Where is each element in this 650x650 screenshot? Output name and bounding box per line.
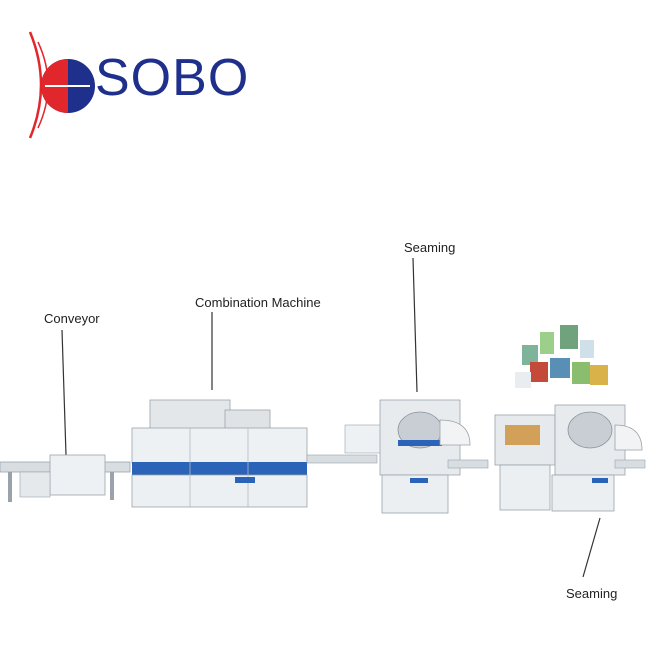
label-seaming-bottom: Seaming xyxy=(566,586,618,601)
label-conveyor: Conveyor xyxy=(44,311,100,326)
label-combination-machine: Combination Machine xyxy=(195,295,321,310)
seaming-machine-1 xyxy=(344,399,489,514)
label-seaming-top: Seaming xyxy=(404,240,456,255)
seaming-machine-2 xyxy=(494,404,646,512)
combination-machine xyxy=(131,399,308,508)
seaming-top-leader-line xyxy=(412,257,418,393)
seaming-bottom-leader-line xyxy=(582,517,601,578)
sobo-logo-text: SOBO xyxy=(95,49,250,107)
transfer-conveyor xyxy=(306,454,378,464)
sobo-logo-mark xyxy=(28,31,95,139)
conveyor-machine xyxy=(0,454,131,502)
conveyor-leader-line xyxy=(61,329,67,456)
cans-photo xyxy=(515,325,608,388)
